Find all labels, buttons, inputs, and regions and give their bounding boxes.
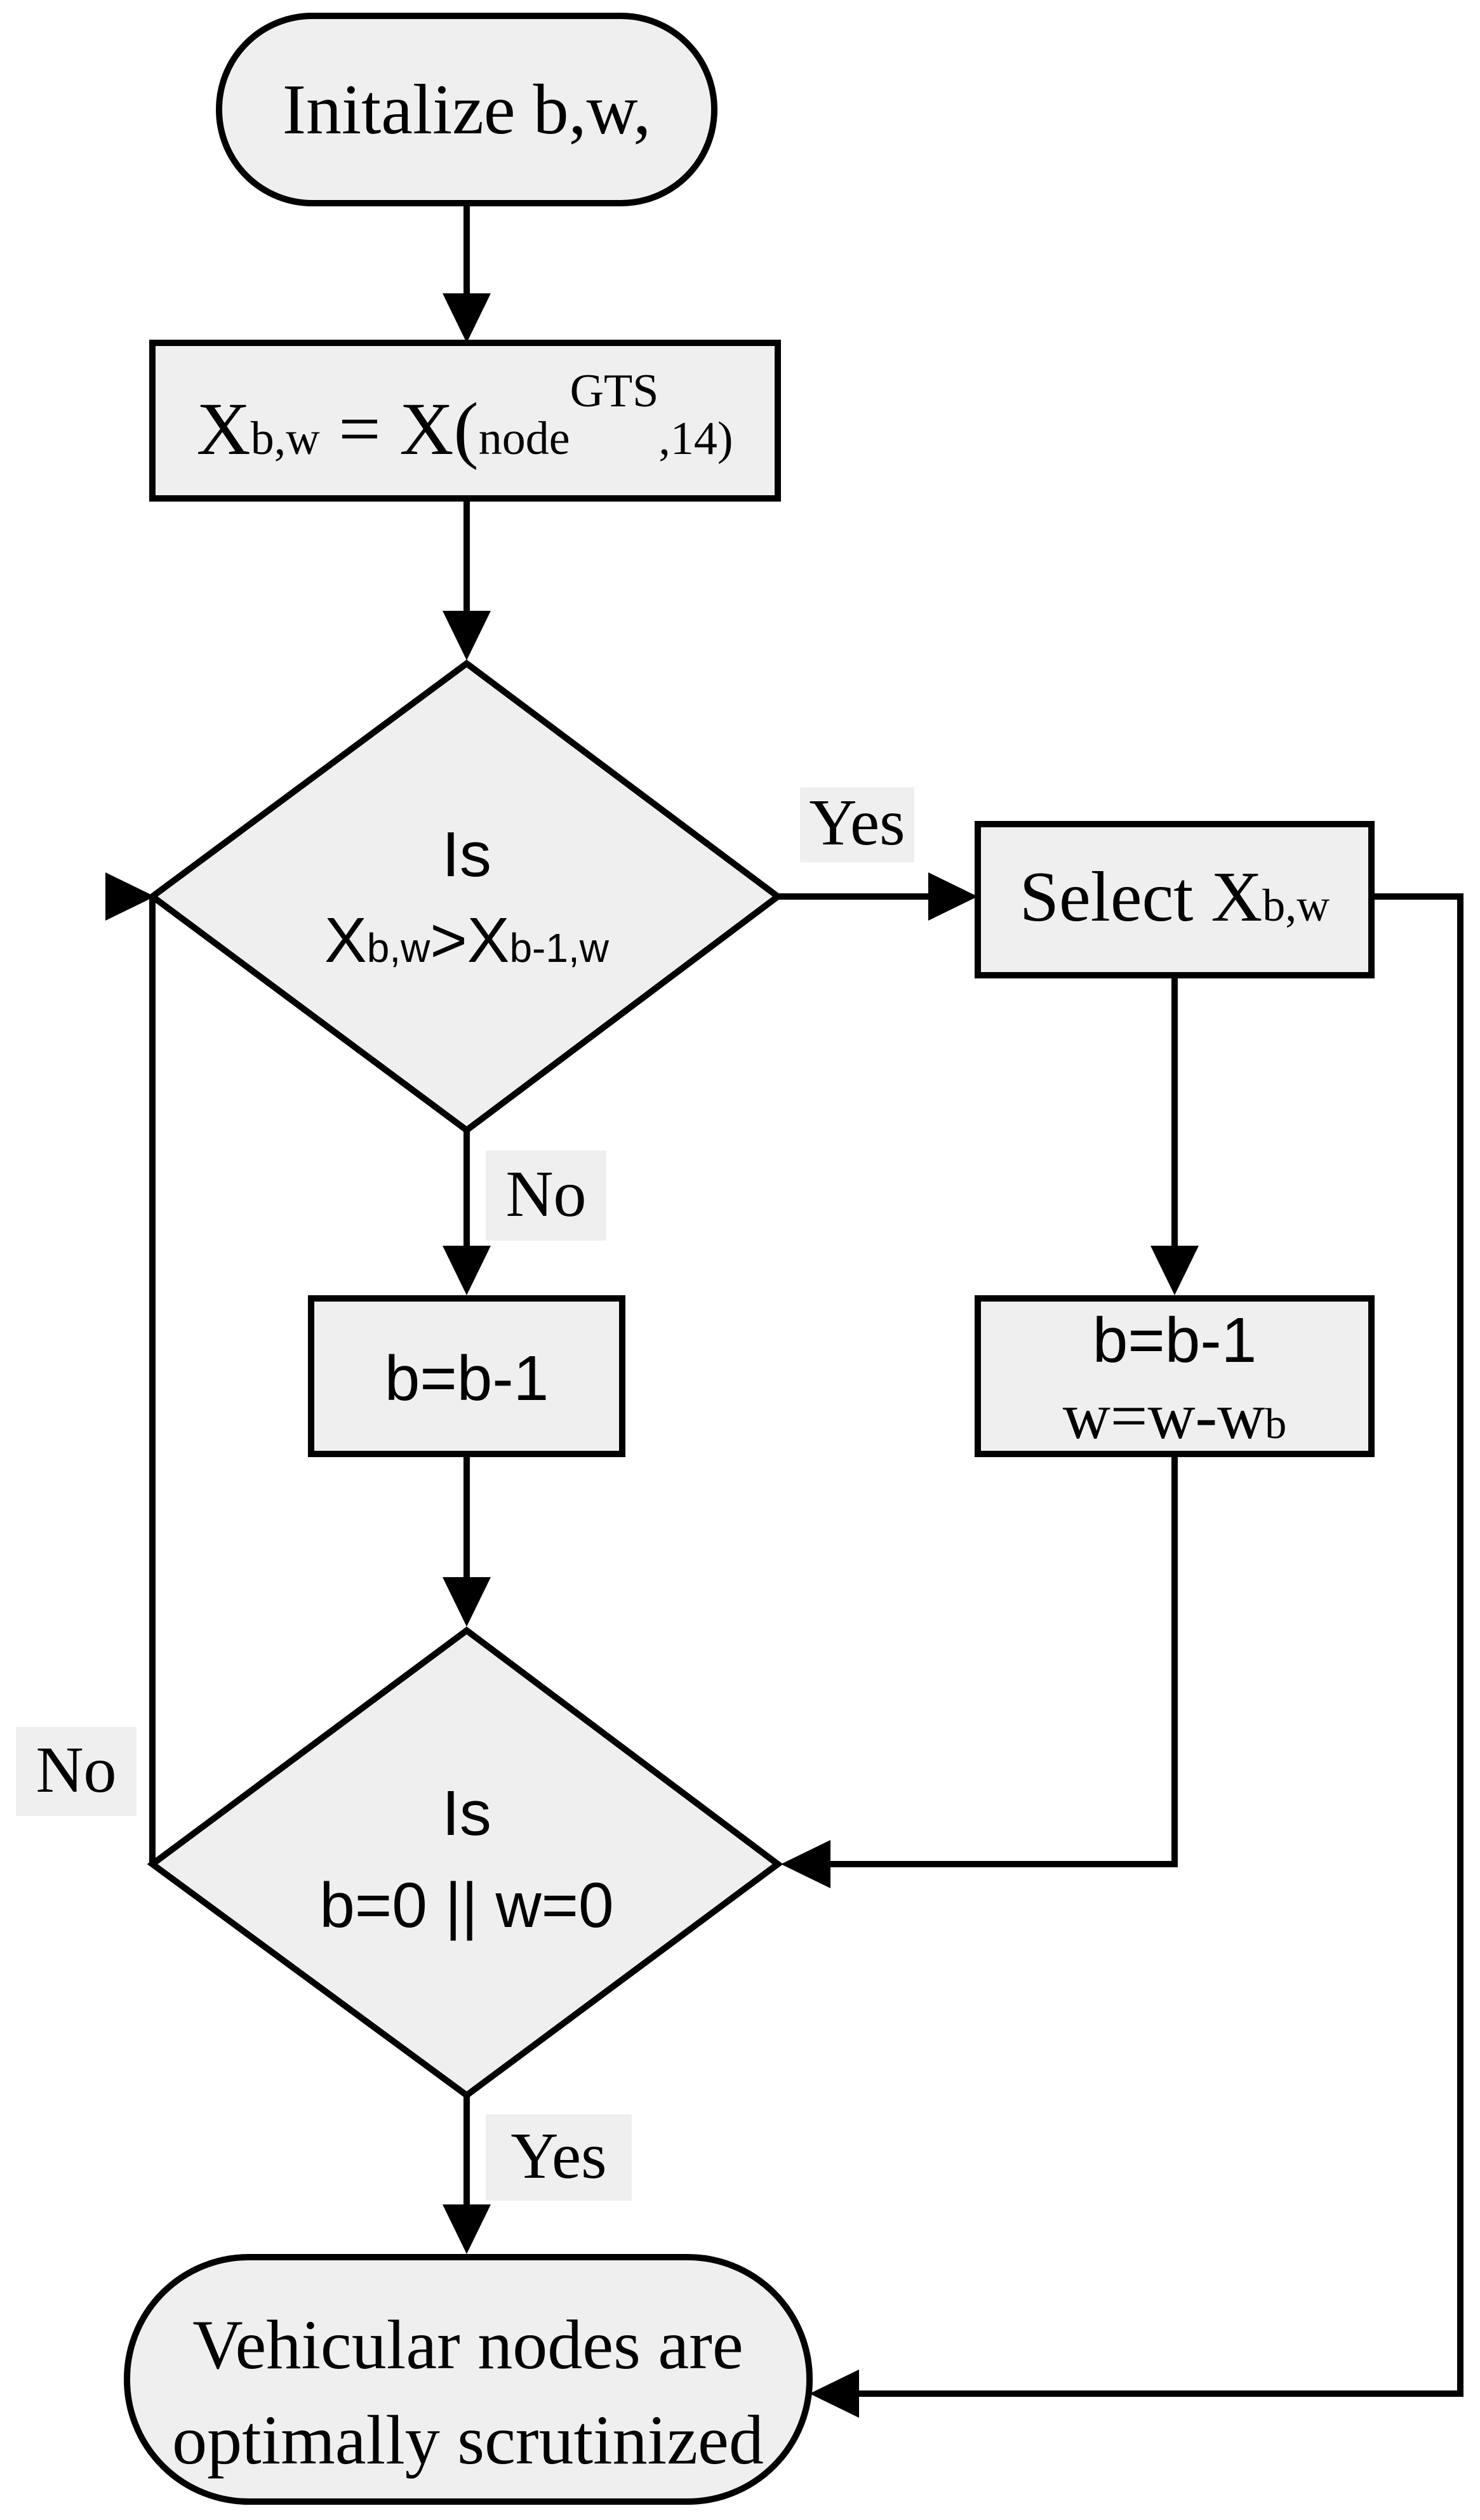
process-shape	[308, 1295, 625, 1457]
node-select-text: Select Xb,w	[1020, 858, 1330, 937]
node-end: Vehicular nodes are optimally scrutinize…	[124, 2254, 813, 2505]
edge-label-decision2-no: No	[36, 1733, 116, 1806]
node-decision1: Is Xb,w>Xb-1,w	[147, 659, 783, 1135]
terminal-shape	[124, 2254, 813, 2505]
arrowhead	[1150, 1246, 1199, 1295]
decision1-line1: Is	[442, 819, 491, 890]
arrowhead	[443, 1246, 491, 1295]
edge-label-decision1-yes: Yes	[809, 786, 905, 859]
process-shape	[975, 821, 1375, 978]
compute-lhs: X	[196, 387, 250, 470]
node-compute-text: Xb,w = X(nodeGTS,14)	[196, 365, 733, 470]
arrowhead	[443, 293, 491, 343]
node-start-text: Initalize b,w,	[283, 70, 651, 149]
node-decision2: Is b=0 || w=0	[147, 1626, 783, 2100]
edge-label-decision2-yes: Yes	[510, 2119, 606, 2192]
end-line2: optimally scrutinized	[172, 2401, 764, 2479]
nodes: Initalize b,w, Xb,w = X(nodeGTS,14) Is X…	[124, 13, 1375, 2505]
arrowhead	[105, 872, 155, 921]
arrowhead	[443, 1577, 491, 1627]
process-shape	[975, 1295, 1375, 1457]
label-bg	[486, 2114, 632, 2201]
decision1-x1: X	[324, 905, 367, 976]
decision2-line1: Is	[442, 1778, 491, 1849]
update-line1: b=b-1	[1093, 1305, 1257, 1376]
compute-eq: = X(	[320, 387, 479, 470]
edge-labels: Yes No No Yes	[16, 786, 914, 2201]
process-shape	[149, 340, 781, 502]
select-sub: b,w	[1262, 880, 1330, 931]
end-line1: Vehicular nodes are	[192, 2306, 743, 2383]
update-line2: w=w-wb	[1063, 1380, 1287, 1453]
node-compute: Xb,w = X(nodeGTS,14)	[149, 340, 781, 502]
decision2-line2: b=0 || w=0	[319, 1870, 613, 1941]
update-line2-sub: b	[1265, 1399, 1286, 1448]
edge-label-decision1-no: No	[505, 1157, 586, 1230]
select-label: Select X	[1020, 858, 1263, 937]
node-update-bw: b=b-1 w=w-wb	[975, 1295, 1375, 1457]
decision1-s1: b,w	[367, 925, 430, 971]
label-bg	[16, 1727, 137, 1816]
arrowhead	[810, 2370, 859, 2418]
arrowhead	[928, 872, 978, 921]
edge-update-to-decision2	[825, 1454, 1178, 1867]
edges	[105, 206, 1463, 2418]
compute-lhs-sub: b,w	[251, 413, 321, 465]
compute-arg-sup: GTS	[570, 365, 659, 417]
arrowhead	[443, 611, 491, 660]
node-start: Initalize b,w,	[216, 13, 717, 206]
node-select: Select Xb,w	[975, 821, 1375, 978]
compute-arg-sub: node	[479, 413, 570, 465]
edge-select-to-end	[854, 893, 1463, 2397]
decision1-op: >	[430, 905, 467, 976]
compute-tail-sub: ,14)	[658, 413, 733, 465]
decision-shape	[147, 1626, 783, 2100]
label-bg	[800, 787, 914, 862]
decision1-line2: Xb,w>Xb-1,w	[324, 905, 610, 976]
terminal-shape	[216, 13, 717, 206]
node-decrement-b-text: b=b-1	[385, 1343, 549, 1414]
arrowhead	[781, 1840, 830, 1888]
decision1-s2: b-1,w	[509, 925, 609, 971]
decision1-x2: X	[467, 905, 510, 976]
label-bg	[486, 1150, 606, 1241]
decision-shape	[147, 659, 783, 1135]
node-decrement-b: b=b-1	[308, 1295, 625, 1457]
update-line2-main: w=w-w	[1063, 1380, 1265, 1453]
arrowhead	[443, 2204, 491, 2254]
